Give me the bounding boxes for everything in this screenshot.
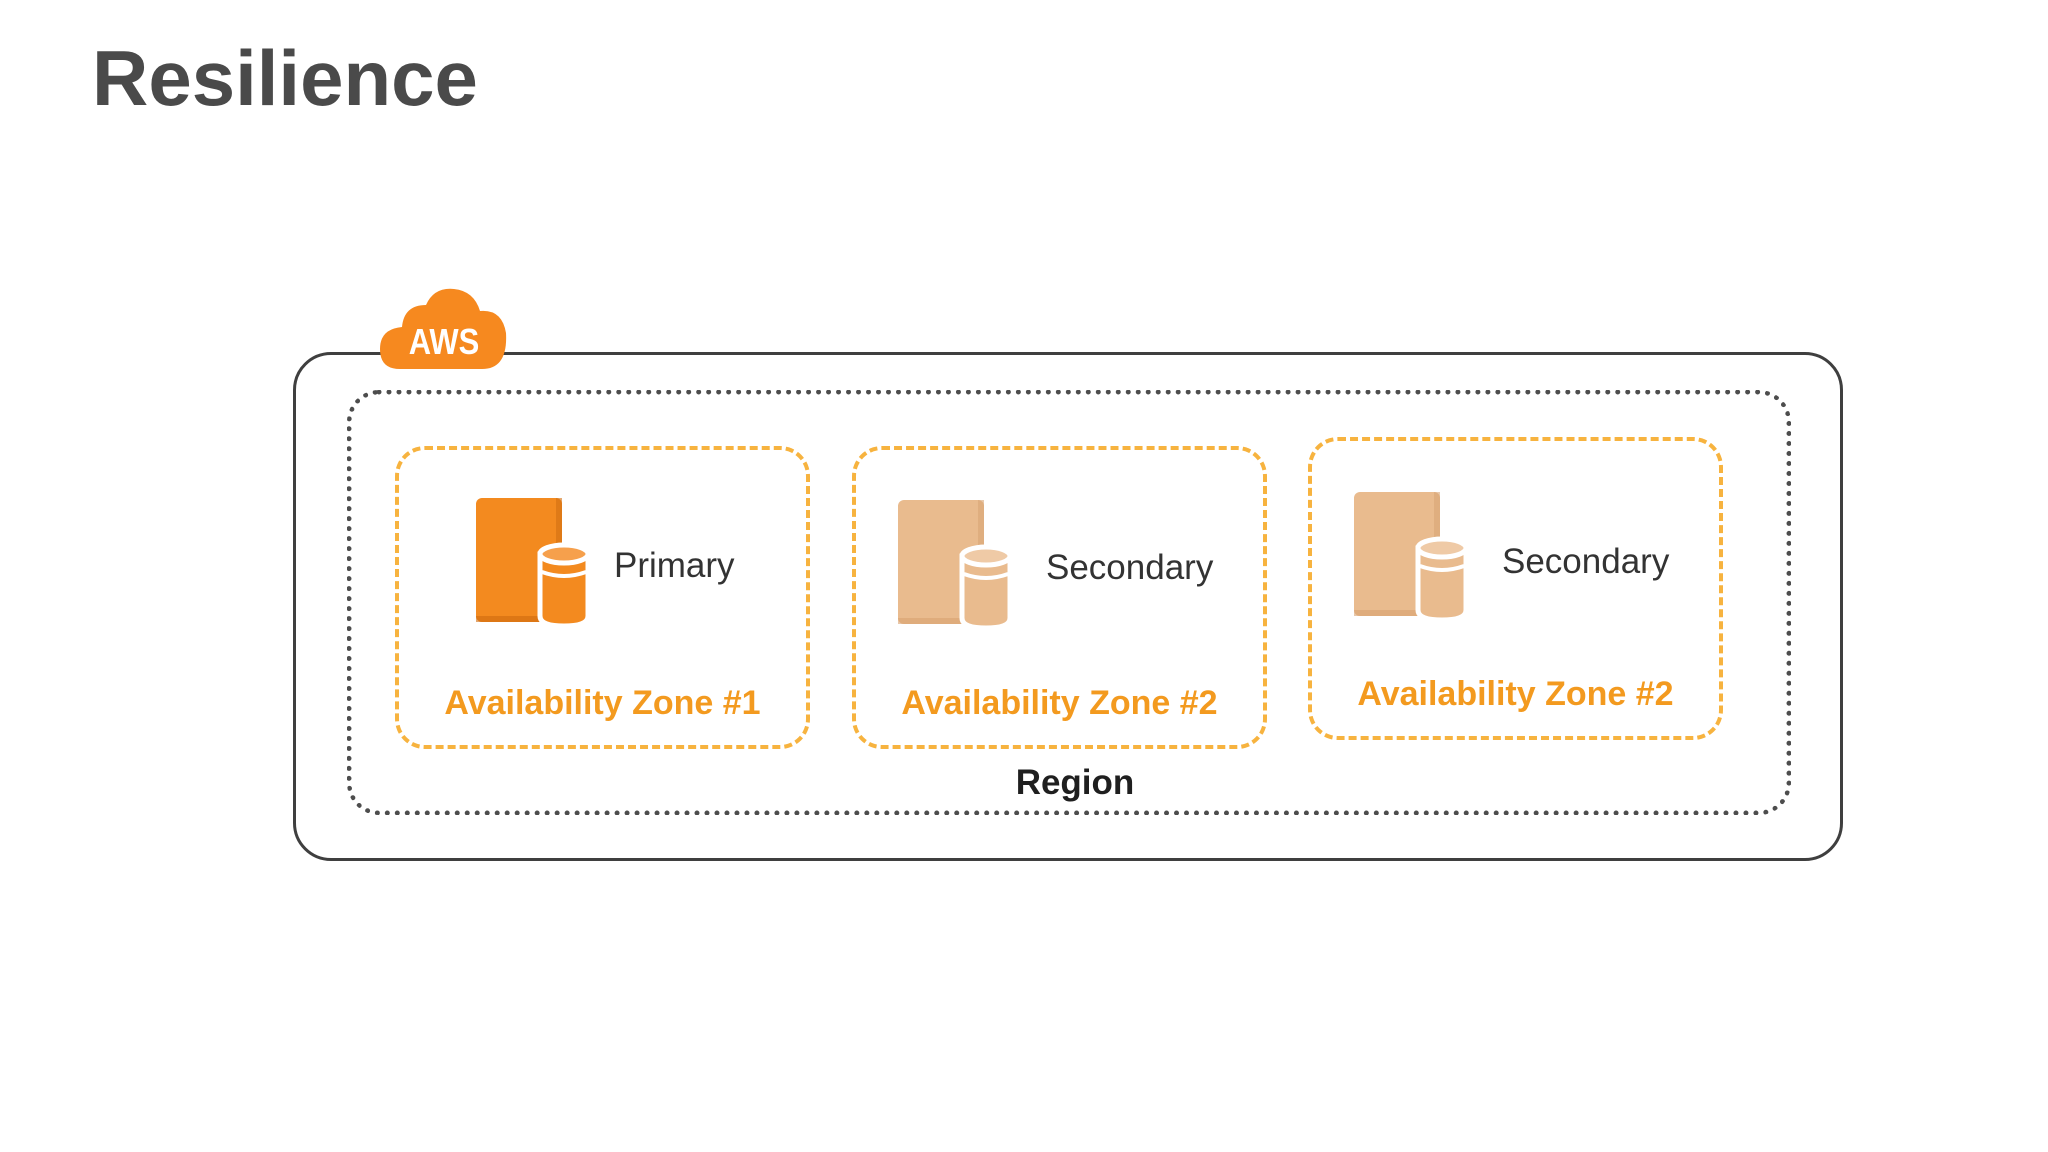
aws-cloud-frame — [293, 352, 1843, 861]
availability-zone-2: Availability Zone #2 — [852, 446, 1267, 749]
secondary-role-label: Secondary — [1046, 548, 1214, 587]
cloud-icon — [380, 288, 507, 369]
primary-role-label: Primary — [614, 546, 735, 585]
secondary-database-icon — [1354, 492, 1481, 622]
slide-title: Resilience — [92, 34, 478, 122]
secondary-database-icon — [898, 500, 1025, 630]
availability-zone-1: Availability Zone #1 — [395, 446, 810, 749]
region-label: Region — [1015, 763, 1135, 802]
region-box — [347, 390, 1791, 815]
aws-cloud-badge: AWS — [378, 283, 510, 373]
secondary-role-label: Secondary — [1502, 542, 1670, 581]
availability-zone-label: Availability Zone #2 — [1357, 675, 1674, 713]
availability-zone-label: Availability Zone #1 — [444, 684, 761, 722]
availability-zone-3: Availability Zone #2 — [1308, 437, 1723, 740]
primary-database-icon — [476, 498, 603, 628]
availability-zone-label: Availability Zone #2 — [901, 684, 1218, 722]
aws-label: AWS — [408, 321, 480, 362]
